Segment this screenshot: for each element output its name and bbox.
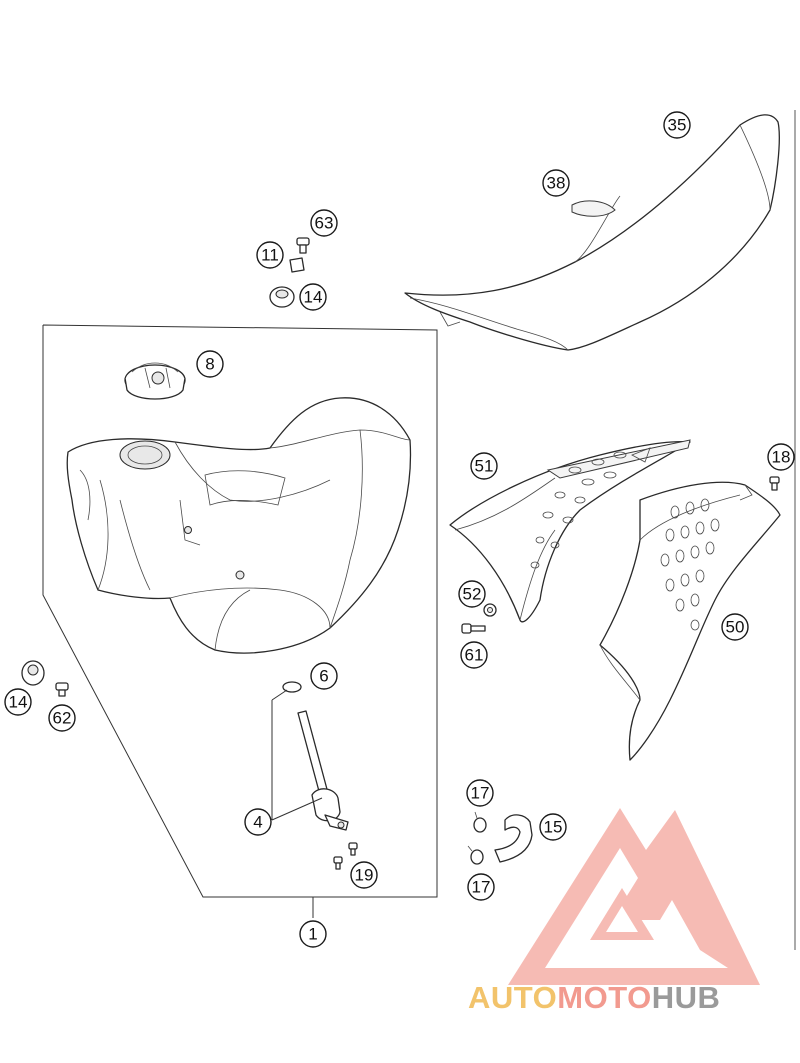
spacer-14-left-part [21, 660, 45, 686]
hose-clamp-17-top-part [473, 811, 487, 833]
watermark-text: AUTOMOTOHUB [468, 980, 798, 1020]
seat-part [404, 114, 780, 351]
fuel-tank-part [66, 397, 412, 654]
hose-clamp-17-bottom-part [467, 845, 484, 865]
callout-15-label: 15 [544, 818, 563, 837]
callout-50-label: 50 [726, 618, 745, 637]
fuel-cap-part [124, 362, 186, 400]
bolt-62-part [55, 682, 69, 697]
callout-19-label: 19 [355, 866, 374, 885]
bolt-61-part [461, 623, 486, 634]
callout-15: 15 [539, 813, 567, 841]
callout-63: 63 [310, 209, 338, 237]
callout-8-label: 8 [205, 355, 214, 374]
o-ring-6-part [282, 681, 302, 693]
callout-17-top-label: 17 [471, 784, 490, 803]
callout-6: 6 [310, 662, 338, 690]
fuel-hose-15-part [494, 814, 533, 863]
callout-1-label: 1 [308, 925, 317, 944]
callout-38-label: 38 [547, 174, 566, 193]
callout-35: 35 [663, 111, 691, 139]
callout-11: 11 [256, 241, 284, 269]
radiator-shroud-right-part [599, 481, 781, 761]
screw-19-part [333, 842, 358, 870]
screw-18-part [769, 476, 780, 491]
callout-17-top: 17 [466, 779, 494, 807]
callout-52-label: 52 [463, 585, 482, 604]
bolt-63-part [296, 237, 310, 254]
watermark-moto: MOTO [557, 980, 652, 1015]
tank-assembly-frame [42, 324, 438, 898]
callout-61-label: 61 [465, 646, 484, 665]
fuel-tap-4-part [297, 710, 349, 831]
radiator-shroud-left-part [449, 439, 691, 623]
callout-52: 52 [458, 580, 486, 608]
callout-19: 19 [350, 861, 378, 889]
callout-17-bottom: 17 [467, 873, 495, 901]
callout-11-label: 11 [261, 246, 279, 265]
callout-4-label: 4 [253, 813, 262, 832]
callout-50: 50 [721, 613, 749, 641]
callout-61: 61 [460, 641, 488, 669]
callout-18: 18 [767, 443, 795, 471]
callout-62: 62 [48, 704, 76, 732]
callout-14-left: 14 [4, 688, 32, 716]
callout-6-label: 6 [319, 667, 328, 686]
callout-1: 1 [299, 920, 327, 948]
callout-35-label: 35 [668, 116, 687, 135]
callout-51: 51 [470, 452, 498, 480]
callout-18-label: 18 [772, 448, 791, 467]
callout-62-label: 62 [53, 709, 72, 728]
watermark-auto: AUTO [468, 980, 558, 1015]
callout-14-left-label: 14 [9, 693, 28, 712]
watermark-logo-icon [508, 808, 760, 985]
callout-17-bottom-label: 17 [472, 878, 491, 897]
callout-8: 8 [196, 350, 224, 378]
callout-14-top: 14 [299, 283, 327, 311]
callout-63-label: 63 [315, 214, 334, 233]
bush-11-part [289, 257, 305, 273]
callout-51-label: 51 [475, 457, 494, 476]
o-ring-leader-top [271, 689, 288, 701]
fuel-tap-leader [271, 797, 323, 821]
washer-52-part [483, 603, 497, 617]
callout-4: 4 [244, 808, 272, 836]
watermark-hub: HUB [651, 980, 721, 1015]
callout-14-top-label: 14 [304, 288, 323, 307]
callout-38: 38 [542, 169, 570, 197]
spacer-14-top-part [269, 286, 295, 308]
